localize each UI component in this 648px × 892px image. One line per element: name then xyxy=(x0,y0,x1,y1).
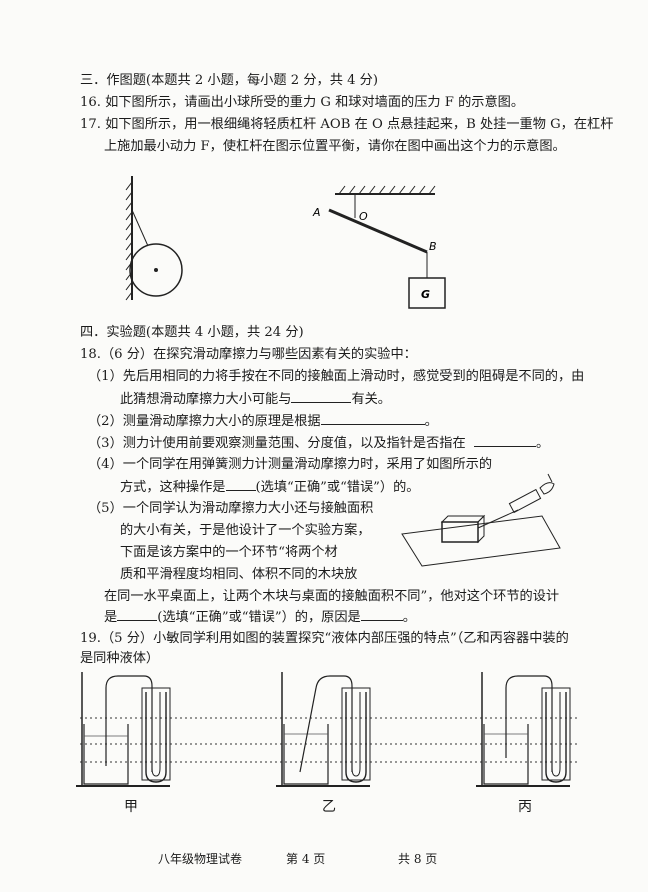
figure-16-ball-wall xyxy=(125,176,183,301)
q18-part1-line1: （1）先后用相同的力将手按在不同的接触面上滑动时，感觉受到的阻碍是不同的，由 xyxy=(88,369,585,384)
label-G: G xyxy=(421,288,430,301)
question-17-line2: 上施加最小动力 F，使杠杆在图示位置平衡，请你在图中画出这个力的示意图。 xyxy=(104,139,566,154)
q18-part1-line2: 此猜想滑动摩擦力大小可能与有关。 xyxy=(120,390,391,407)
label-O: O xyxy=(359,210,368,223)
figure-18-friction xyxy=(401,473,561,567)
figure-19-pressure xyxy=(76,672,580,787)
q18-part4-line2: 方式，这种操作是(选填“正确”或“错误”）的。 xyxy=(120,478,420,495)
q19-line1: 19.（5 分）小敏同学利用如图的装置探究“液体内部压强的特点”（乙和丙容器中装… xyxy=(80,631,569,646)
section3-heading: 三．作图题(本题共 2 小题，每小题 2 分，共 4 分) xyxy=(80,73,378,88)
q18-part5-line3: 下面是该方案中的一个环节“将两个材 xyxy=(120,545,338,560)
label-yi: 乙 xyxy=(322,799,336,815)
q18-part4-line1: （4）一个同学在用弹簧测力计测量滑动摩擦力时，采用了如图所示的 xyxy=(88,457,493,472)
blank-18-1[interactable] xyxy=(291,390,352,403)
label-A: A xyxy=(312,206,321,219)
blank-18-3[interactable] xyxy=(474,434,537,447)
setup-yi xyxy=(276,672,371,787)
label-B: B xyxy=(429,240,437,253)
footer-subject: 八年级物理试卷 xyxy=(158,852,243,866)
figure-17-lever: A O B G xyxy=(312,185,446,309)
setup-jia xyxy=(76,672,171,787)
q18-part2: （2）测量滑动摩擦力大小的原理是根据。 xyxy=(88,412,438,429)
q18-part5-line5: 在同一水平桌面上，让两个木块与桌面的接触面积不同”，他对这个环节的设计 xyxy=(104,589,560,604)
blank-18-4[interactable] xyxy=(225,478,256,491)
q18-part5-line6: 是(选填“正确”或“错误”）的，原因是。 xyxy=(104,608,416,625)
label-jia: 甲 xyxy=(124,799,138,815)
footer-page: 第 4 页 xyxy=(286,852,326,866)
blank-18-5a[interactable] xyxy=(117,608,158,621)
label-bing: 丙 xyxy=(518,799,532,815)
question-17-line1: 17. 如下图所示，用一根细绳将轻质杠杆 AOB 在 O 点悬挂起来，B 处挂一… xyxy=(80,117,614,132)
q18-part5-line1: （5）一个同学认为滑动摩擦力大小还与接触面积 xyxy=(88,501,374,516)
q19-line2: 是同种液体） xyxy=(80,651,160,666)
q18-intro: 18.（6 分）在探究滑动摩擦力与哪些因素有关的实验中： xyxy=(80,347,417,362)
setup-bing xyxy=(476,672,571,787)
q18-part5-line4: 质和平滑程度均相同、体积不同的木块放 xyxy=(120,567,358,582)
blank-18-5b[interactable] xyxy=(360,608,403,621)
q18-part5-line2: 的大小有关，于是他设计了一个实验方案， xyxy=(120,523,371,538)
blank-18-2[interactable] xyxy=(320,412,425,425)
footer-total: 共 8 页 xyxy=(398,852,438,866)
question-16: 16. 如下图所示，请画出小球所受的重力 G 和球对墙面的压力 F 的示意图。 xyxy=(80,95,525,110)
section4-heading: 四．实验题(本题共 4 小题，共 24 分) xyxy=(80,325,304,340)
q18-part3: （3）测力计使用前要观察测量范围、分度值，以及指针是否指在 。 xyxy=(88,434,550,451)
